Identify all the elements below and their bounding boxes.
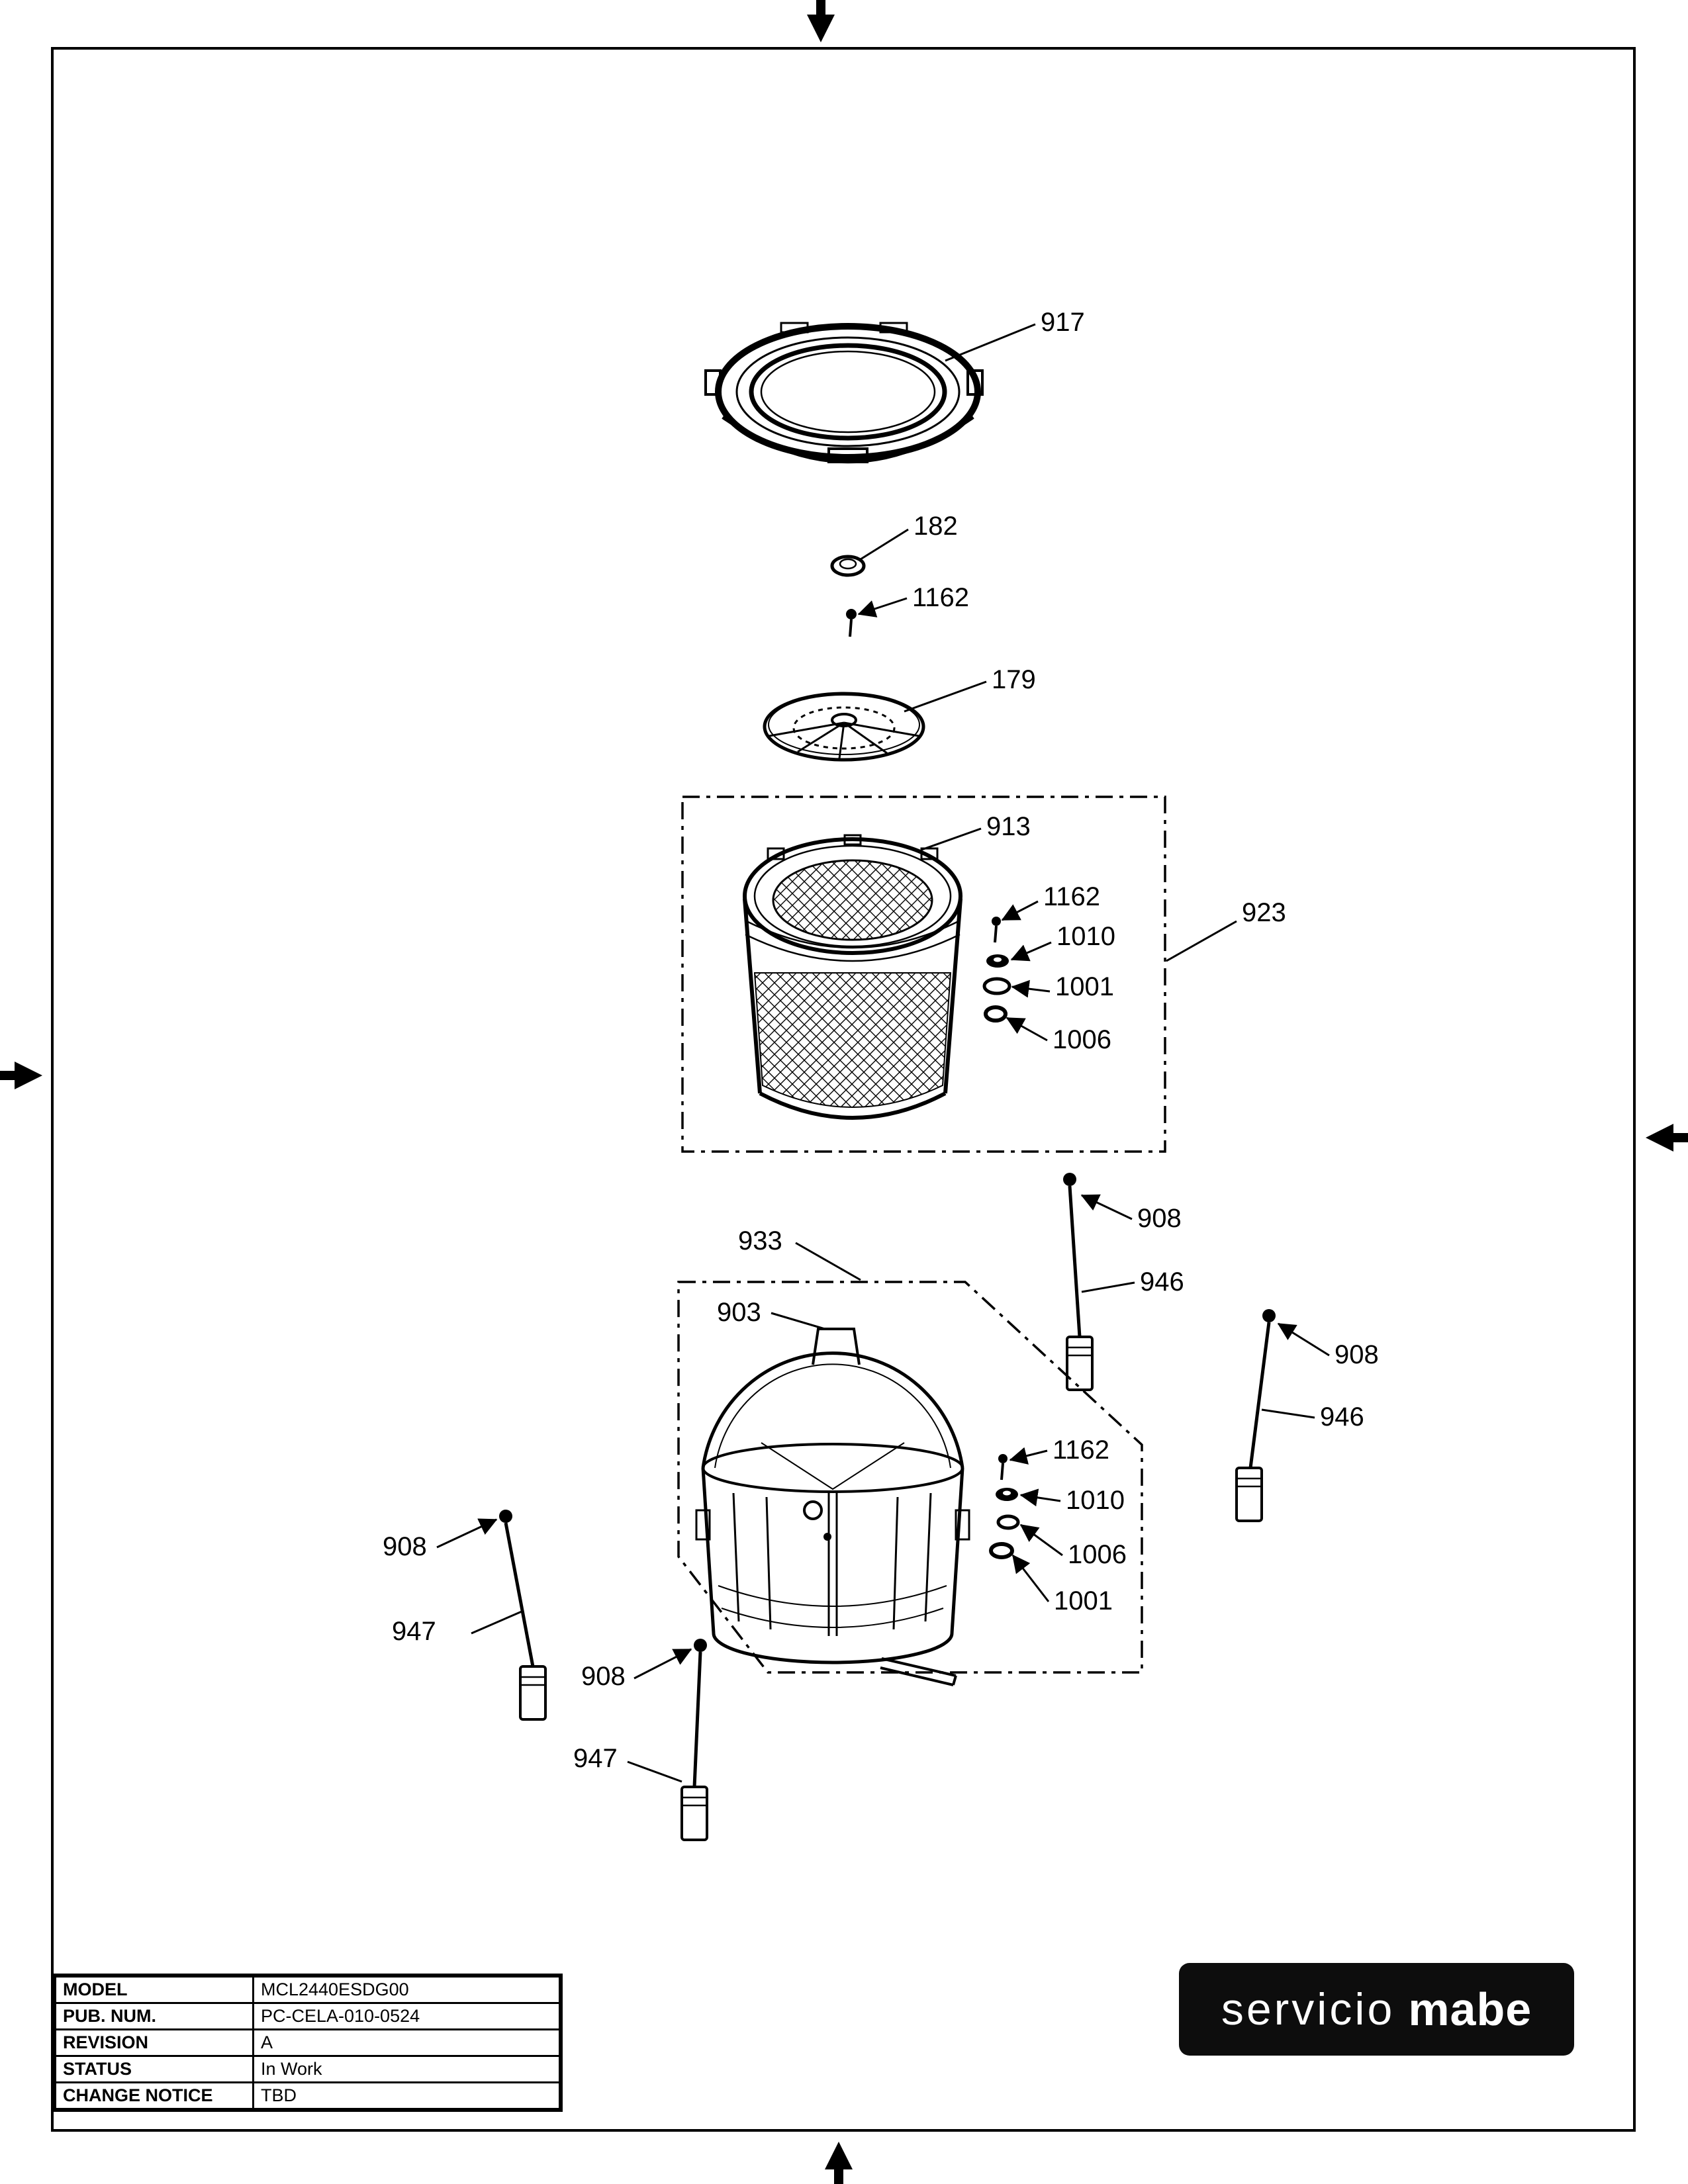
callout-923: 923 — [1242, 898, 1286, 927]
assembly-boundary-923 — [681, 796, 1166, 1153]
part-screw-1162-basket-drawing — [992, 917, 1001, 943]
part-suspension-rod-far-right-drawing — [1235, 1309, 1276, 1522]
leader-lines — [436, 323, 1330, 1783]
part-inner-basket-913-drawing — [743, 834, 962, 1120]
callout-labels: 917 182 1162 179 913 923 1162 1010 1001 … — [383, 308, 1379, 1773]
part-outer-tub-903-drawing — [695, 1328, 970, 1686]
registration-arrow-top — [807, 0, 835, 42]
callout-1001-basket: 1001 — [1055, 972, 1114, 1001]
part-tub-cover-917-drawing — [704, 322, 984, 464]
callout-1162-basket: 1162 — [1043, 882, 1100, 911]
callout-946-far-right: 946 — [1320, 1402, 1364, 1432]
callout-933: 933 — [738, 1226, 782, 1255]
part-suspension-rod-bottom-drawing — [680, 1639, 708, 1841]
info-row-pub-num: PUB. NUM. PC-CELA-010-0524 — [53, 2002, 562, 2030]
callout-1010-tub: 1010 — [1066, 1486, 1125, 1515]
info-value-pub-num: PC-CELA-010-0524 — [252, 2002, 562, 2030]
callout-908-upper-right: 908 — [1137, 1204, 1182, 1233]
info-value-revision: A — [252, 2028, 562, 2057]
callout-903: 903 — [717, 1298, 761, 1327]
part-washer-1010-tub-drawing — [996, 1488, 1018, 1501]
callout-908-bottom: 908 — [581, 1662, 626, 1691]
callout-1162-tub: 1162 — [1053, 1435, 1109, 1465]
logo-word-mabe: mabe — [1408, 1983, 1532, 2035]
info-label-model: MODEL — [53, 1974, 254, 2004]
callout-947-bottom: 947 — [573, 1744, 618, 1773]
callout-908-left: 908 — [383, 1532, 427, 1561]
registration-arrow-left — [0, 1062, 42, 1089]
info-row-revision: REVISION A — [53, 2028, 562, 2057]
registration-arrow-bottom — [825, 2142, 853, 2184]
servicio-mabe-logo: servicio mabe — [1179, 1963, 1574, 2056]
logo-word-servicio: servicio — [1221, 1984, 1395, 2034]
callout-1006-basket: 1006 — [1053, 1025, 1111, 1054]
callout-182: 182 — [914, 512, 958, 541]
callout-1001-tub: 1001 — [1054, 1586, 1113, 1615]
part-drive-hub-179-drawing — [763, 692, 925, 762]
callout-179: 179 — [992, 665, 1036, 694]
info-value-model: MCL2440ESDG00 — [252, 1974, 562, 2004]
page-border — [51, 47, 1636, 2132]
part-washer-1006-tub-drawing — [996, 1514, 1020, 1530]
info-row-status: STATUS In Work — [53, 2055, 562, 2083]
info-label-status: STATUS — [53, 2055, 254, 2083]
info-value-change-notice: TBD — [252, 2081, 562, 2111]
info-label-pub-num: PUB. NUM. — [53, 2002, 254, 2030]
callout-947-left: 947 — [392, 1617, 436, 1646]
part-retainer-ring-182-drawing — [830, 555, 866, 577]
part-nut-1001-tub-drawing — [989, 1542, 1014, 1559]
part-washer-1010-basket-drawing — [986, 954, 1009, 968]
part-screw-1162-top-drawing — [846, 609, 857, 637]
info-row-change-notice: CHANGE NOTICE TBD — [53, 2081, 562, 2111]
info-label-revision: REVISION — [53, 2028, 254, 2057]
info-label-change-notice: CHANGE NOTICE — [53, 2081, 254, 2111]
part-suspension-rod-left-drawing — [499, 1510, 547, 1721]
callout-908-far-right: 908 — [1335, 1340, 1379, 1369]
callout-946-upper-right: 946 — [1140, 1267, 1184, 1297]
info-row-model: MODEL MCL2440ESDG00 — [53, 1974, 562, 2004]
part-screw-1162-tub-drawing — [998, 1454, 1008, 1480]
callout-917: 917 — [1041, 308, 1085, 337]
document-info-table: MODEL MCL2440ESDG00 PUB. NUM. PC-CELA-01… — [52, 1974, 563, 2112]
part-nut-1006-basket-drawing — [984, 1005, 1008, 1023]
registration-arrow-right — [1646, 1124, 1688, 1152]
callout-1006-tub: 1006 — [1068, 1540, 1127, 1569]
part-suspension-rod-upper-right-drawing — [1063, 1173, 1094, 1391]
info-value-status: In Work — [252, 2055, 562, 2083]
callout-1162-top: 1162 — [912, 583, 969, 612]
assembly-boundary-933 — [677, 1281, 1143, 1674]
callout-1010-basket: 1010 — [1056, 922, 1115, 951]
callout-913: 913 — [986, 812, 1031, 841]
part-washer-1001-basket-drawing — [982, 977, 1011, 995]
